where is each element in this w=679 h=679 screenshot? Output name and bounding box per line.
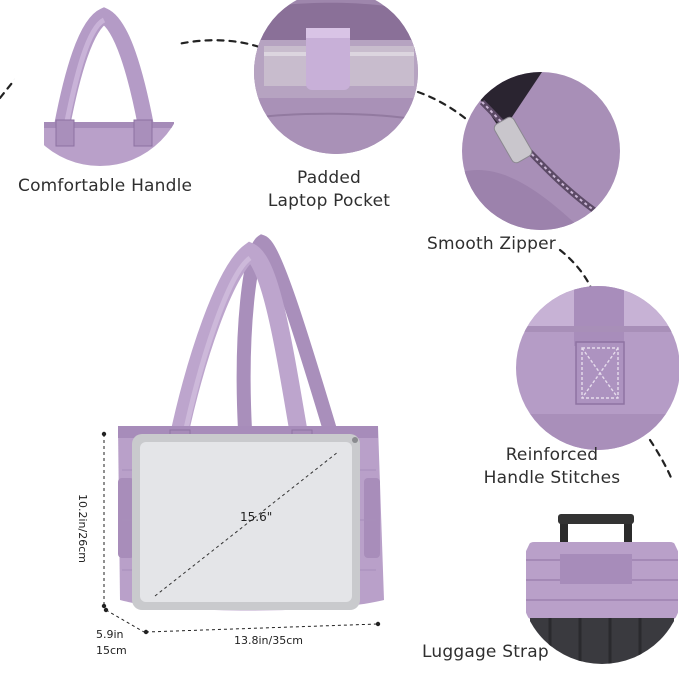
stitches-image (516, 286, 679, 450)
label-padded-laptop-pocket: Padded Laptop Pocket (262, 167, 396, 213)
label-smooth-zipper: Smooth Zipper (427, 233, 556, 256)
label-comfortable-handle-text: Comfortable Handle (18, 176, 193, 196)
label-reinforced-stitches: Reinforced Handle Stitches (477, 444, 627, 490)
connector-handle-laptop (168, 39, 264, 50)
stitches-circle (516, 286, 679, 450)
luggage-strap-circle (520, 500, 679, 664)
connector-zipper-stitches (558, 248, 594, 292)
label-comfortable-handle: Comfortable Handle (18, 175, 192, 198)
handle-detail-image (14, 0, 186, 166)
zipper-circle (462, 72, 620, 230)
laptop-size-label: 15.6" (240, 510, 273, 524)
label-padded-line2: Laptop Pocket (267, 191, 391, 211)
label-reinforced-line2: Handle Stitches (483, 468, 621, 488)
connector-laptop-zipper (416, 90, 472, 124)
label-smooth-zipper-text: Smooth Zipper (427, 234, 556, 254)
width-dimension-label: 13.8in/35cm (234, 634, 303, 647)
depth-dimension-inch: 5.9in (96, 628, 124, 641)
height-dimension-label: 10.2in/26cm (76, 494, 89, 563)
label-luggage-strap-text: Luggage Strap (422, 642, 549, 662)
luggage-strap-image (520, 500, 679, 664)
handle-detail-circle (14, 0, 186, 166)
connector-stitches-luggage (648, 438, 674, 482)
depth-dimension-cm: 15cm (96, 644, 127, 657)
label-luggage-strap: Luggage Strap (422, 641, 549, 664)
zipper-image (462, 72, 620, 230)
label-reinforced-line1: Reinforced (505, 445, 599, 465)
label-padded-line1: Padded (297, 168, 361, 188)
